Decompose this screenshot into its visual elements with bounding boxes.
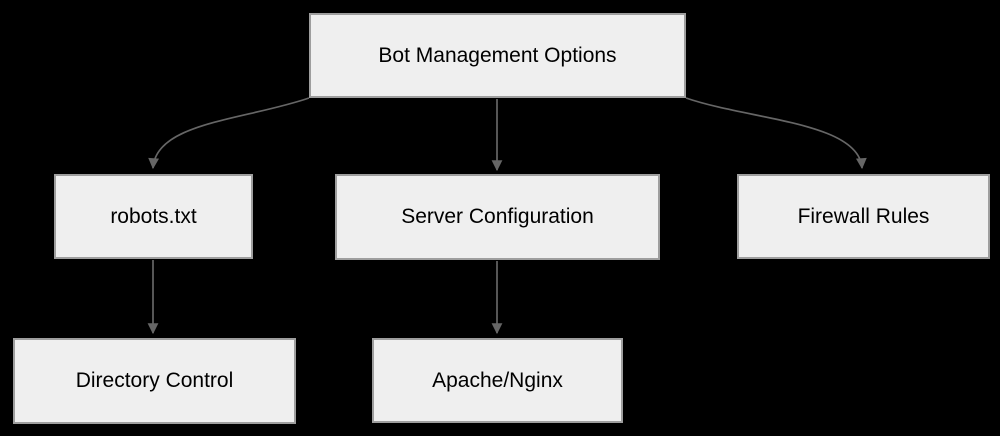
node-bot-management-options: Bot Management Options: [309, 13, 686, 98]
node-firewall-rules-label: Firewall Rules: [797, 204, 930, 228]
edge-root-to-firewall: [685, 97, 867, 170]
node-server-configuration: Server Configuration: [335, 174, 660, 260]
node-server-configuration-label: Server Configuration: [401, 205, 594, 229]
node-firewall-rules: Firewall Rules: [737, 174, 990, 259]
node-apache-nginx: Apache/Nginx: [372, 338, 623, 423]
edge-root-to-robots: [148, 97, 310, 170]
node-robots-txt: robots.txt: [54, 174, 253, 259]
node-robots-txt-label: robots.txt: [110, 204, 197, 228]
node-directory-control: Directory Control: [13, 338, 296, 424]
node-bot-management-options-label: Bot Management Options: [378, 43, 617, 67]
node-directory-control-label: Directory Control: [75, 369, 234, 393]
node-apache-nginx-label: Apache/Nginx: [432, 368, 563, 392]
